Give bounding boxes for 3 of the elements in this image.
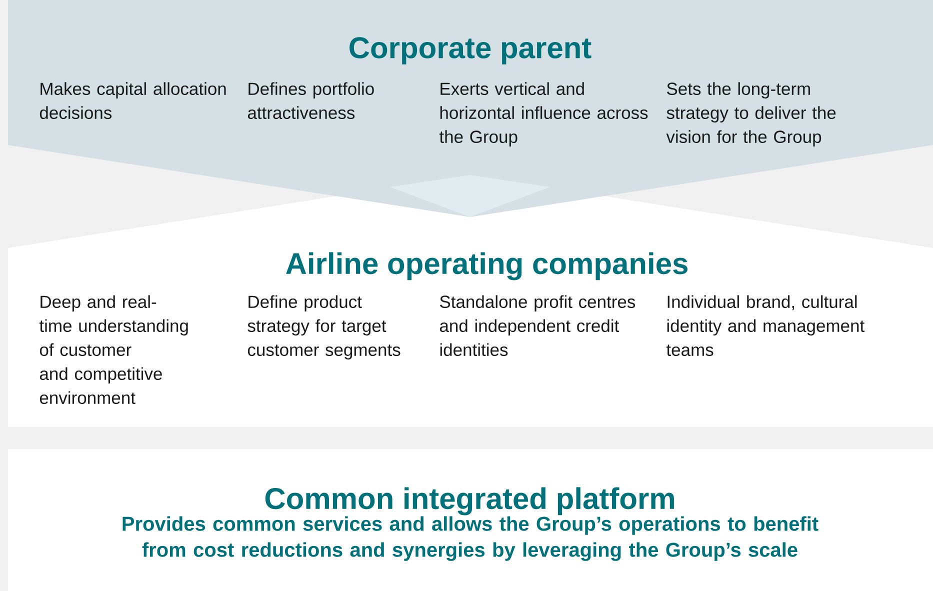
band: Airline operating companies Deep and real-time understanding of customer and competitive environment Define product strategy for target customer segments Standalone profit centres and independent credit identities Individual brand, cultural identity and management teams	[8, 175, 933, 427]
band: Common integrated platform Provides common services and allows the Group’s operations to benefit from cost reductions and synergies by leveraging the Group’s scale	[8, 449, 933, 591]
band: Corporate parent Makes capital allocation decisions Defines portfolio attractiveness Exerts vertical and horizontal influence across the Group Sets the long-term strategy to deliver the vision for the Group	[8, 0, 933, 217]
